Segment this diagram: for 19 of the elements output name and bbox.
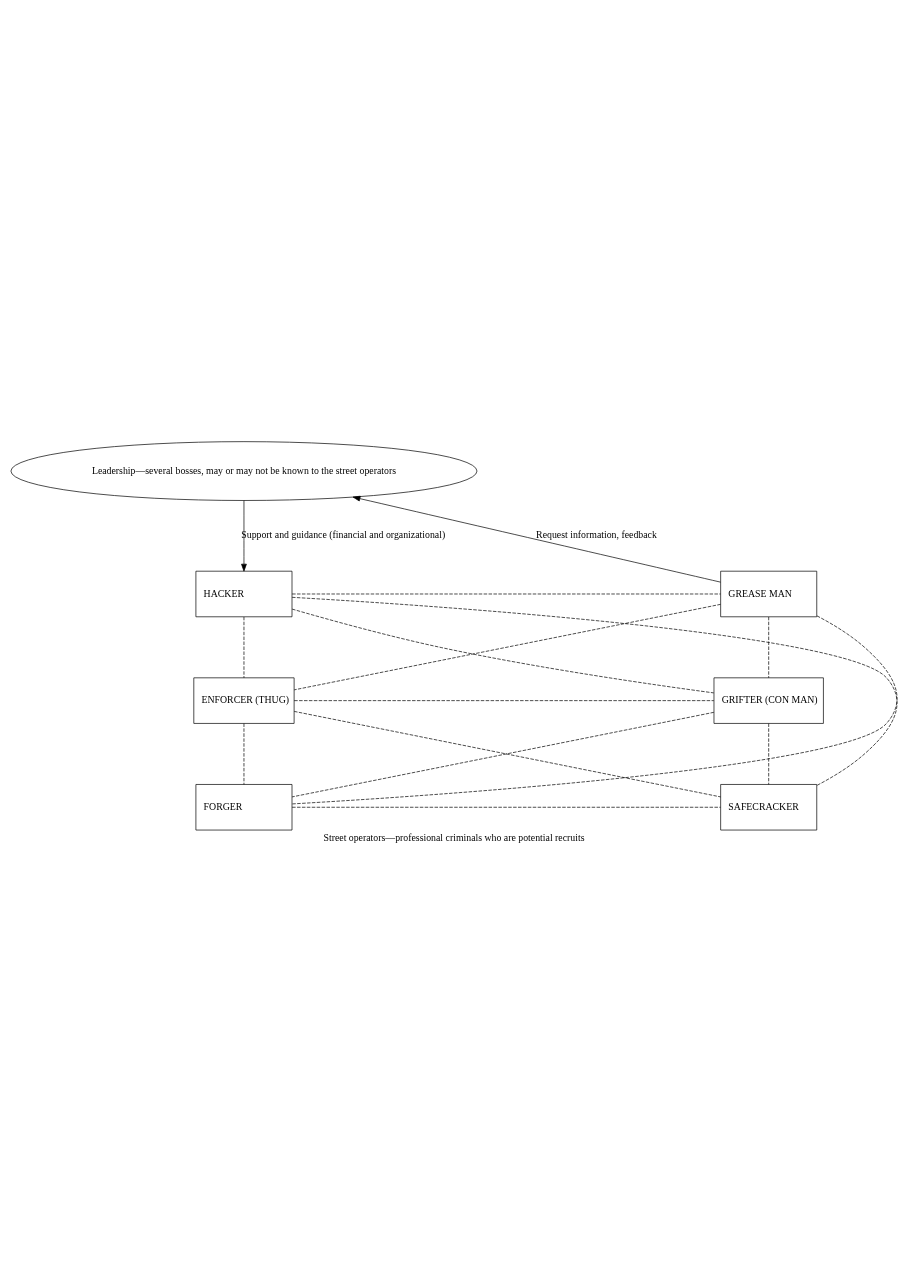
connector (243, 722, 245, 785)
connector (291, 596, 898, 786)
connector (291, 593, 721, 594)
node-box: GRIFTER (CON MAN) (713, 677, 824, 724)
node-box: HACKER (195, 570, 293, 617)
node-box: FORGER (195, 783, 293, 830)
node-box: GREASE MAN (720, 570, 818, 617)
connector (768, 616, 770, 678)
node-box: ENFORCER (THUG) (193, 677, 295, 724)
arrow (352, 495, 721, 582)
edge-label: Support and guidance (financial and organizational) (241, 528, 446, 540)
caption: Street operators—professional criminals who are potential recruits (323, 831, 585, 843)
arrow (241, 499, 247, 571)
edge-label: Request information, feedback (536, 528, 657, 540)
connector (291, 615, 898, 804)
node-box: SAFECRACKER (720, 783, 818, 830)
connector (293, 699, 715, 701)
connector (768, 722, 770, 785)
connector (291, 806, 721, 808)
